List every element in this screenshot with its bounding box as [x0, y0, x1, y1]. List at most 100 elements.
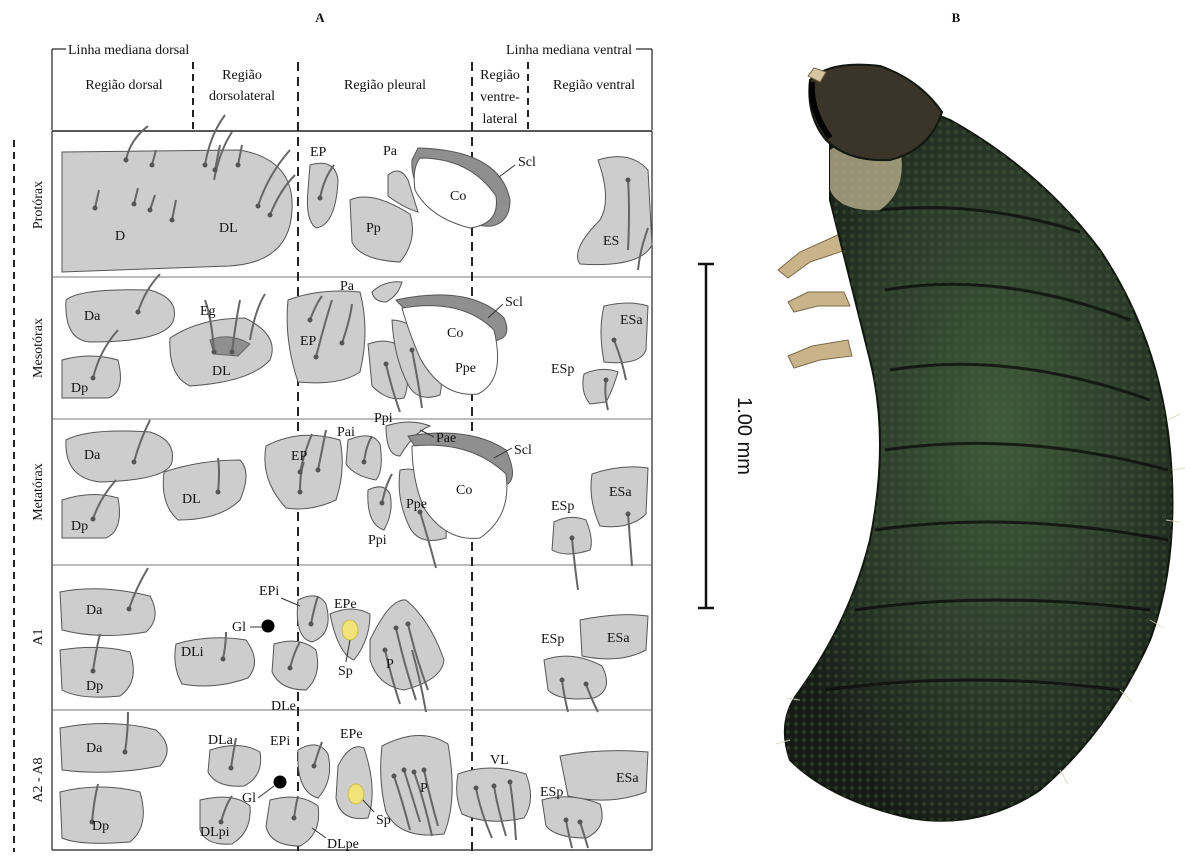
ventral-midline-label: Linha mediana ventral: [506, 43, 632, 58]
sclerite-P-a2a8: [381, 735, 453, 835]
label-Co-meta: Co: [456, 483, 472, 498]
label-DL-meso: DL: [212, 364, 231, 379]
segment-metathorax-label: Metatórax: [31, 463, 46, 521]
region-dorsolateral-line2: dorsolateral: [209, 89, 275, 104]
sclerite-Ppi-meta: [368, 487, 391, 530]
sclerite-Pp: [350, 197, 412, 262]
larva-illustration: B 1.00 mm: [680, 0, 1199, 852]
chaetotaxy-diagram: A Linha mediana dorsal Linha mediana ven…: [0, 0, 680, 852]
gland-Gl-a1: [262, 620, 275, 633]
sclerite-Pa-meso: [372, 282, 402, 302]
label-Scl-meta: Scl: [514, 443, 532, 458]
sclerite-Dp-a2a8: [60, 787, 143, 843]
gland-Gl-a2a8: [274, 776, 287, 789]
label-EPe-a1: EPe: [334, 597, 357, 612]
label-DLa: DLa: [208, 733, 234, 748]
region-pleural-label: Região pleural: [344, 78, 426, 93]
label-Da-meta: Da: [84, 448, 101, 463]
label-Dp-meta: Dp: [71, 519, 88, 534]
panel-a-diagram: A Linha mediana dorsal Linha mediana ven…: [0, 0, 680, 852]
sclerite-EP-meta: [265, 435, 342, 509]
label-Scl-meso: Scl: [505, 295, 523, 310]
region-dorsolateral-line1: Região: [222, 68, 262, 83]
label-EP-meta: EP: [291, 449, 308, 464]
label-Pae: Pae: [436, 431, 456, 446]
spiracle-a2a8: [348, 784, 364, 804]
scale-bar-label: 1.00 mm: [733, 397, 755, 475]
label-DLpe: DLpe: [327, 837, 359, 852]
sclerite-Da-a2a8: [60, 723, 167, 772]
sclerite-DLe-a1: [272, 641, 318, 690]
region-dorsal-label: Região dorsal: [85, 78, 162, 93]
dorsal-midline-label: Linha mediana dorsal: [68, 43, 189, 58]
label-ESa-a1: ESa: [607, 631, 630, 646]
panel-b-larva-photo: B 1.00 mm: [680, 0, 1199, 852]
larva-legs: [778, 234, 852, 368]
sclerite-EP-meso: [287, 291, 365, 383]
sclerite-ESp-a1: [544, 656, 607, 699]
label-Da-meso: Da: [84, 309, 101, 324]
label-Ppe-meta: Ppe: [406, 497, 427, 512]
label-Ppe-meso: Ppe: [455, 361, 476, 376]
label-EP-prothorax: EP: [310, 145, 327, 160]
segment-a2a8-label: A2 - A8: [31, 757, 46, 802]
label-DLe: DLe: [271, 699, 296, 714]
sclerite-ESa-meso: [601, 303, 648, 363]
segment-a1-label: A1: [31, 628, 46, 645]
region-ventrolateral-line3: lateral: [483, 112, 518, 127]
label-Pp: Pp: [366, 221, 381, 236]
label-Eg: Eg: [200, 304, 216, 319]
label-Ppi-meso: Ppi: [374, 411, 393, 426]
label-D: D: [115, 229, 125, 244]
label-EPi-a1: EPi: [259, 584, 279, 599]
label-Co-prothorax: Co: [450, 189, 466, 204]
label-Dp-meso: Dp: [71, 381, 88, 396]
label-ESp-meta: ESp: [551, 499, 574, 514]
label-Scl-prothorax: Scl: [518, 155, 536, 170]
panel-a-label: A: [315, 10, 325, 25]
label-ESa-meta: ESa: [609, 485, 632, 500]
label-VL: VL: [490, 753, 509, 768]
scale-bar: 1.00 mm: [698, 264, 755, 608]
sclerite-Da-meso: [66, 290, 175, 342]
label-ESp-a2a8: ESp: [540, 785, 563, 800]
label-EPe-a2a8: EPe: [340, 727, 363, 742]
mesothorax-sclerites: [62, 282, 648, 404]
label-Dp-a2a8: Dp: [92, 819, 109, 834]
label-EP-meso: EP: [300, 334, 317, 349]
larva-texture: [785, 107, 1173, 821]
label-Ppi-meta: Ppi: [368, 533, 387, 548]
sclerite-Da-meta: [66, 431, 173, 482]
label-P-a2a8: P: [420, 781, 428, 796]
sclerite-P-a1: [370, 600, 444, 690]
label-ESp-meso: ESp: [551, 362, 574, 377]
segment-mesothorax-label: Mesotórax: [31, 318, 46, 378]
label-Pai: Pai: [337, 425, 355, 440]
sclerite-EPi-a2a8: [298, 745, 330, 798]
label-Pa-meso: Pa: [340, 279, 355, 294]
label-Dp-a1: Dp: [86, 679, 103, 694]
label-Da-a2a8: Da: [86, 741, 103, 756]
label-P-a1: P: [386, 657, 394, 672]
label-Gl-a2a8: Gl: [242, 791, 256, 806]
label-Pa-prothorax: Pa: [383, 144, 398, 159]
label-DLi: DLi: [181, 645, 204, 660]
label-ES: ES: [603, 234, 619, 249]
region-ventrolateral-line2: ventre-: [480, 90, 520, 105]
sclerite-ESp-meso: [583, 369, 618, 404]
sclerite-DLpe: [266, 797, 319, 846]
panel-b-label: B: [952, 10, 961, 25]
label-DL-meta: DL: [182, 492, 201, 507]
sclerite-EP: [307, 163, 338, 228]
label-EPi-a2a8: EPi: [270, 734, 290, 749]
sclerite-EPe-a2a8: [336, 747, 372, 819]
label-Sp-a2a8: Sp: [376, 813, 391, 828]
region-ventral-label: Região ventral: [553, 78, 635, 93]
label-Da-a1: Da: [86, 603, 103, 618]
sclerite-D: [62, 150, 292, 272]
label-ESa-meso: ESa: [620, 313, 643, 328]
sclerite-VL: [457, 768, 531, 821]
label-ESa-a2a8: ESa: [616, 771, 639, 786]
sclerite-Da-a1: [60, 589, 155, 636]
metathorax-sclerites: [62, 422, 648, 554]
